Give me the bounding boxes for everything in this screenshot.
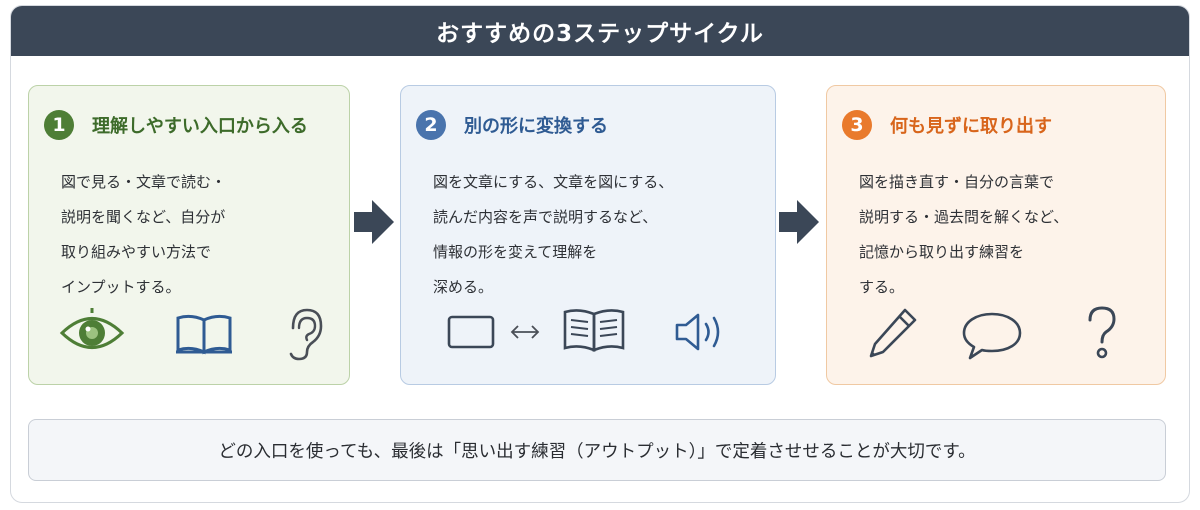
pencil-icon — [869, 308, 917, 358]
step-heading-1: 1 理解しやすい入口から入る — [44, 110, 308, 140]
step-description: 図を描き直す・自分の言葉で 説明する・過去問を解くなど、 記憶から取り出す練習を… — [859, 165, 1068, 305]
summary-note: どの入口を使っても、最後は「思い出す練習（アウトプット）」で定着させせることが大… — [28, 419, 1166, 481]
flow-arrow-icon — [354, 200, 394, 244]
description-line: する。 — [859, 278, 905, 296]
description-line: 図を描き直す・自分の言葉で — [859, 173, 1055, 191]
ear-icon — [289, 308, 323, 361]
description-line: 記憶から取り出す練習を — [859, 243, 1025, 261]
rectangle-icon — [447, 315, 495, 349]
step-description: 図を文章にする、文章を図にする、 読んだ内容を声で説明するなど、 情報の形を変え… — [433, 165, 673, 305]
flow-arrow-icon — [779, 200, 819, 244]
step-number-badge: 2 — [416, 110, 446, 140]
step-title: 何も見ずに取り出す — [890, 116, 1052, 137]
description-line: 説明を聞くなど、自分が — [61, 208, 226, 226]
eye-icon — [59, 308, 125, 349]
diagram-frame: おすすめの3ステップサイクル 1 理解しやすい入口から入る 図で見る・文章で読む… — [10, 5, 1190, 503]
description-line: 情報の形を変えて理解を — [433, 243, 598, 261]
step-card-2: 2 別の形に変換する 図を文章にする、文章を図にする、 読んだ内容を声で説明する… — [400, 85, 776, 385]
description-line: 説明する・過去問を解くなど、 — [859, 208, 1069, 226]
question-mark-icon — [1088, 306, 1116, 359]
speaker-icon — [675, 313, 720, 351]
step-number-badge: 1 — [44, 110, 74, 140]
step-card-1: 1 理解しやすい入口から入る 図で見る・文章で読む・ 説明を聞くなど、自分が 取… — [28, 85, 350, 385]
description-line: 図で見る・文章で読む・ — [61, 173, 227, 191]
step-heading-2: 2 別の形に変換する — [416, 110, 608, 140]
step-title: 別の形に変換する — [464, 116, 608, 137]
step-description: 図で見る・文章で読む・ 説明を聞くなど、自分が 取り組みやすい方法で インプット… — [61, 165, 226, 305]
description-line: 深める。 — [433, 278, 494, 296]
header-title: おすすめの3ステップサイクル — [11, 6, 1189, 56]
step-card-3: 3 何も見ずに取り出す 図を描き直す・自分の言葉で 説明する・過去問を解くなど、… — [826, 85, 1166, 385]
step-number-badge: 3 — [842, 110, 872, 140]
description-line: 図を文章にする、文章を図にする、 — [433, 173, 674, 191]
book-text-icon — [563, 309, 625, 352]
open-book-icon — [176, 314, 232, 355]
double-arrow-icon — [510, 325, 540, 339]
description-line: 取り組みやすい方法で — [61, 243, 212, 261]
speech-bubble-icon — [962, 312, 1022, 360]
description-line: 読んだ内容を声で説明するなど、 — [433, 208, 658, 226]
description-line: インプットする。 — [61, 278, 181, 296]
step-heading-3: 3 何も見ずに取り出す — [842, 110, 1052, 140]
step-title: 理解しやすい入口から入る — [92, 116, 308, 137]
